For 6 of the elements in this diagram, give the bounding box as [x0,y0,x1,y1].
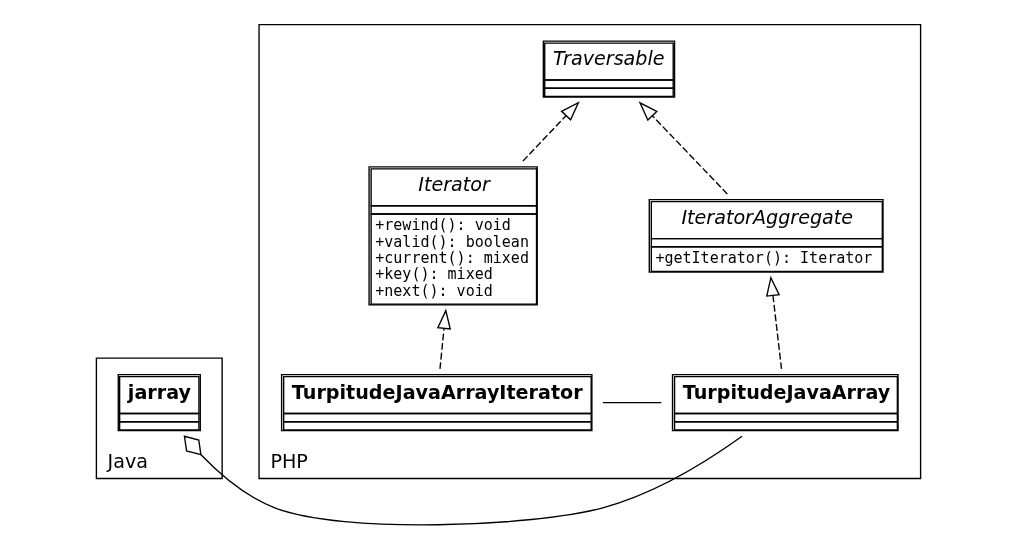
connector [602,401,662,404]
arrow [436,308,452,370]
connector [183,435,743,526]
arrow [638,101,728,195]
arrow [765,275,783,370]
arrow [522,101,580,162]
